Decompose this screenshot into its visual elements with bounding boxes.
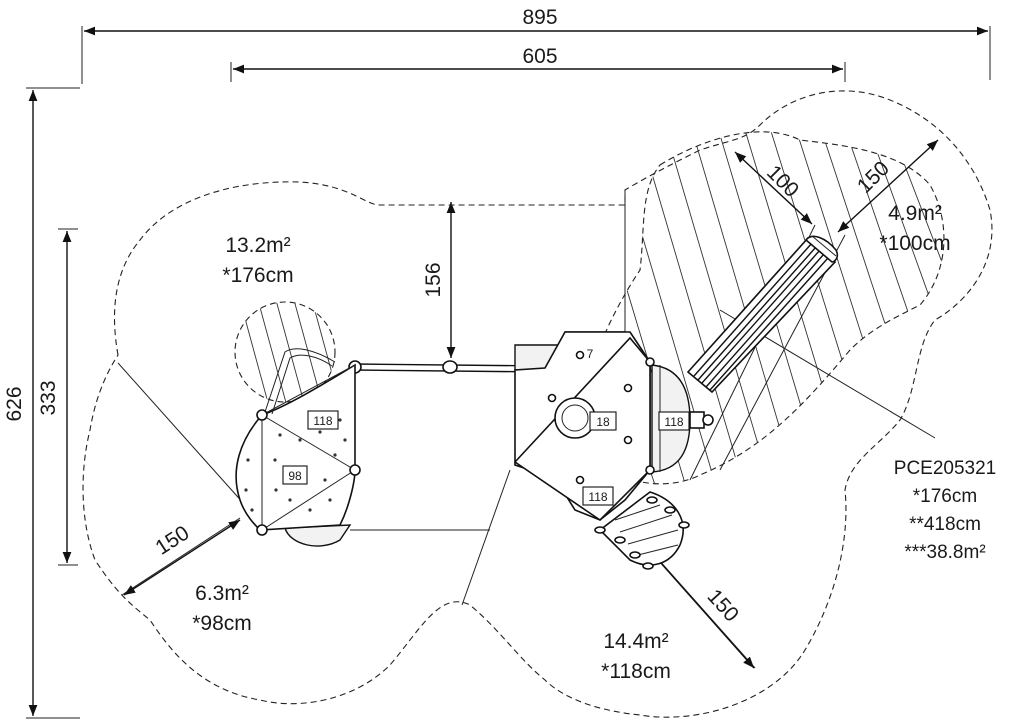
badge-right-bottom: 118	[588, 490, 607, 504]
zone-label-se: 14.4m² *118cm	[601, 630, 671, 683]
overall-depth-label: 626	[3, 386, 26, 421]
badge-right-center: 18	[596, 415, 610, 429]
product-info: PCE205321 *176cm **418cm ***38.8m²	[894, 458, 996, 563]
dimension-structure-depth: 333	[37, 228, 78, 566]
product-free-height: *176cm	[913, 486, 977, 507]
badge-right-small: 7	[587, 347, 594, 361]
product-code: PCE205321	[894, 458, 996, 479]
product-total-area: ***38.8m²	[904, 542, 985, 563]
zone-ne-area: 4.9m²	[888, 202, 942, 225]
slide-outer-label: 150	[853, 157, 894, 198]
right-tower: 7 18 118 118	[513, 331, 714, 522]
zone-nw-area: 13.2m²	[225, 234, 290, 257]
dimension-structure-width: 605	[230, 45, 846, 82]
bridge-gap-label: 156	[422, 262, 445, 297]
dimension-overall-width: 895	[81, 6, 991, 84]
overall-width-label: 895	[522, 6, 557, 29]
zone-se-area: 14.4m²	[603, 630, 668, 653]
left-tower: 118 98	[235, 348, 361, 547]
zone-sw-area: 6.3m²	[195, 582, 249, 605]
zone-label-nw: 13.2m² *176cm	[222, 234, 293, 287]
safety-zone-outline	[82, 90, 993, 718]
badge-left-top: 118	[313, 414, 332, 428]
badge-left-center: 98	[288, 469, 302, 483]
zone-sw-height: *98cm	[192, 612, 252, 635]
badge-right-side: 118	[664, 415, 683, 429]
dimension-slide-inner: 100	[734, 151, 813, 225]
zone-nw-height: *176cm	[222, 264, 293, 287]
product-max-height: **418cm	[909, 514, 981, 535]
zone-label-ne: 4.9m² *100cm	[879, 202, 950, 255]
tube-slide	[686, 235, 839, 394]
structure-depth-label: 333	[37, 380, 60, 415]
dimension-overall-depth: 626	[3, 87, 80, 719]
zone-se-height: *118cm	[601, 660, 671, 683]
zone-ne-height: *100cm	[879, 232, 950, 255]
zone-se-dim-label: 150	[703, 585, 744, 626]
climbing-ladder	[594, 491, 690, 570]
dimension-bridge-gap: 156	[422, 202, 456, 358]
slide-inner-label: 100	[762, 161, 803, 202]
structure-width-label: 605	[522, 45, 557, 68]
zone-label-sw: 6.3m² *98cm	[192, 582, 252, 635]
